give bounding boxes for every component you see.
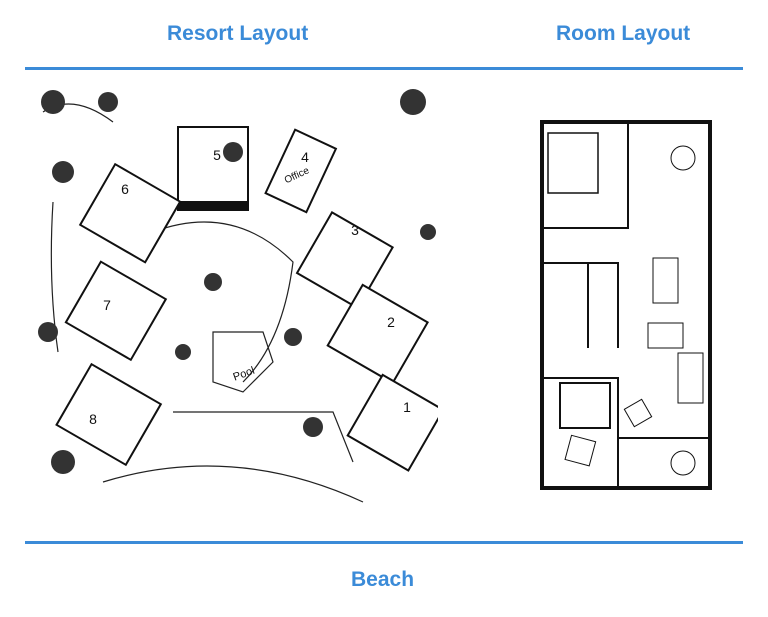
resort-layout-heading: Resort Layout	[167, 22, 309, 45]
top-divider	[25, 67, 743, 70]
building-label-7: 7	[103, 297, 111, 313]
building-label-5: 5	[213, 147, 221, 163]
building-label-1: 1	[403, 399, 411, 415]
room-layout-heading: Room Layout	[556, 22, 691, 45]
building-label-6: 6	[121, 181, 129, 197]
room-floor-plan	[540, 120, 712, 490]
resort-site-plan: 5 4 Office 6 3 7 2 8 1 Pool	[38, 89, 438, 503]
building-label-4: 4	[301, 149, 309, 165]
beach-label: Beach	[351, 568, 415, 591]
bottom-divider	[25, 541, 743, 544]
building-label-3: 3	[351, 222, 359, 238]
building-label-8: 8	[89, 411, 97, 427]
building-5	[177, 126, 249, 211]
building-label-2: 2	[387, 314, 395, 330]
